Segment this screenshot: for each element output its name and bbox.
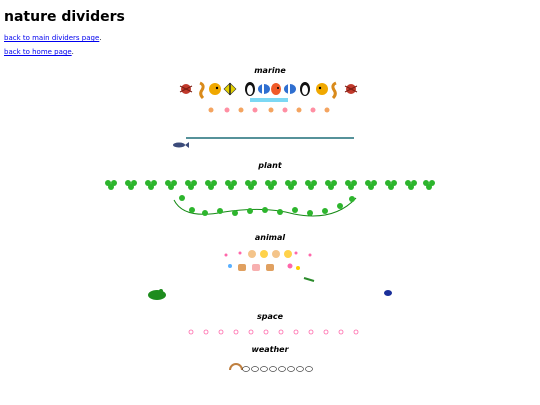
home-link-line: back to home page. bbox=[4, 48, 74, 56]
bubbles-divider bbox=[250, 98, 288, 102]
clover-icon bbox=[305, 180, 317, 190]
bear-icon bbox=[238, 264, 246, 271]
marine-creatures-divider bbox=[179, 81, 358, 100]
clover-icon bbox=[365, 180, 377, 190]
fish-icon bbox=[173, 142, 189, 148]
clover-icon bbox=[265, 180, 277, 190]
section-heading-plant: plant bbox=[258, 161, 282, 170]
section-heading-marine: marine bbox=[254, 66, 286, 75]
cat-face-icon bbox=[284, 250, 292, 258]
angelfish-icon bbox=[223, 82, 237, 96]
crab-icon bbox=[179, 84, 193, 94]
pig-icon bbox=[252, 264, 260, 271]
animal-parade-divider bbox=[228, 263, 300, 271]
section-heading-space: space bbox=[256, 312, 284, 321]
clover-icon bbox=[423, 180, 435, 190]
frog-icon bbox=[148, 289, 166, 300]
clover-icon bbox=[205, 180, 217, 190]
bear-face-icon bbox=[272, 250, 280, 258]
star-icon bbox=[224, 251, 312, 257]
clownfish-icon bbox=[284, 84, 296, 94]
lizard-icon bbox=[303, 277, 315, 282]
ivy-garland-divider bbox=[173, 195, 357, 217]
clover-icon bbox=[145, 180, 157, 190]
penguin-icon bbox=[245, 82, 255, 96]
fish-icon bbox=[271, 83, 281, 95]
seahorse-icon bbox=[331, 81, 337, 100]
shells-divider bbox=[208, 107, 330, 113]
section-heading-animal: animal bbox=[254, 233, 286, 242]
seahorse-icon bbox=[199, 81, 205, 100]
crab-icon bbox=[344, 84, 358, 94]
bear-face-icon bbox=[248, 250, 256, 258]
clover-icon bbox=[105, 180, 117, 190]
beetle-icon bbox=[384, 290, 392, 296]
clownfish-icon bbox=[258, 84, 270, 94]
star-icon bbox=[296, 266, 300, 270]
clover-icon bbox=[165, 180, 177, 190]
clover-icon bbox=[385, 180, 397, 190]
back-to-home-link[interactable]: back to home page bbox=[4, 48, 72, 56]
main-dividers-link-line: back to main dividers page. bbox=[4, 34, 102, 42]
clover-icon bbox=[125, 180, 137, 190]
rainbow-icon bbox=[229, 363, 243, 371]
clover-icon bbox=[325, 180, 337, 190]
clouds-divider bbox=[229, 363, 313, 372]
clover-icon bbox=[285, 180, 297, 190]
clover-icon bbox=[245, 180, 257, 190]
fish-icon bbox=[209, 83, 221, 95]
bear-icon bbox=[266, 264, 274, 271]
section-heading-weather: weather bbox=[251, 345, 289, 354]
cat-face-icon bbox=[260, 250, 268, 258]
cute-animals-divider bbox=[224, 250, 312, 258]
fish-icon bbox=[316, 83, 328, 95]
star-icon bbox=[228, 264, 232, 268]
clover-icon bbox=[225, 180, 237, 190]
clover-icon bbox=[185, 180, 197, 190]
ocean-line-divider bbox=[173, 137, 354, 148]
flower-icon bbox=[287, 263, 293, 269]
penguin-icon bbox=[300, 82, 310, 96]
stars-divider bbox=[188, 329, 359, 335]
clover-icon bbox=[345, 180, 357, 190]
page-title: nature dividers bbox=[4, 9, 125, 25]
clover-divider bbox=[105, 180, 435, 190]
back-to-main-dividers-link[interactable]: back to main dividers page bbox=[4, 34, 100, 42]
clover-icon bbox=[405, 180, 417, 190]
